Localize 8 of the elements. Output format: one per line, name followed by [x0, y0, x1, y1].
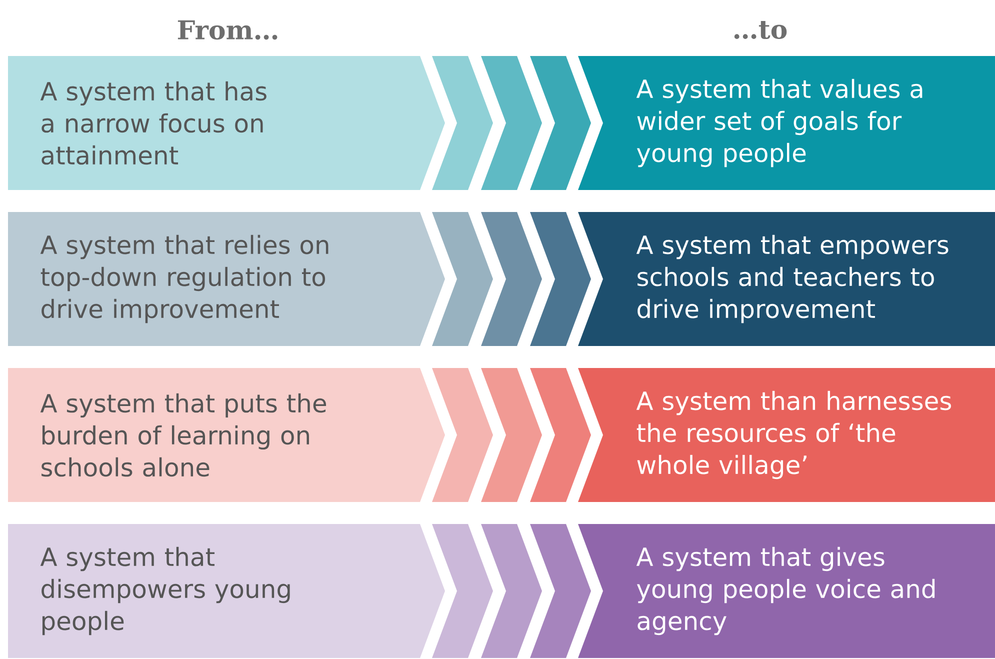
to-arrow-box: A system that empowers schools and teachers to drive improvement — [578, 212, 995, 346]
chevron-arrow — [432, 212, 591, 346]
chevron-arrow — [432, 56, 591, 190]
chevron-arrow — [432, 524, 591, 658]
to-arrow-box: A system that values a wider set of goals for young people — [578, 56, 995, 190]
to-arrow-box: A system that gives young people voice and agency — [578, 524, 995, 658]
chevron-arrow — [432, 368, 591, 502]
to-arrow-box: A system than harnesses the resources of ‘the whole village’ — [578, 368, 995, 502]
